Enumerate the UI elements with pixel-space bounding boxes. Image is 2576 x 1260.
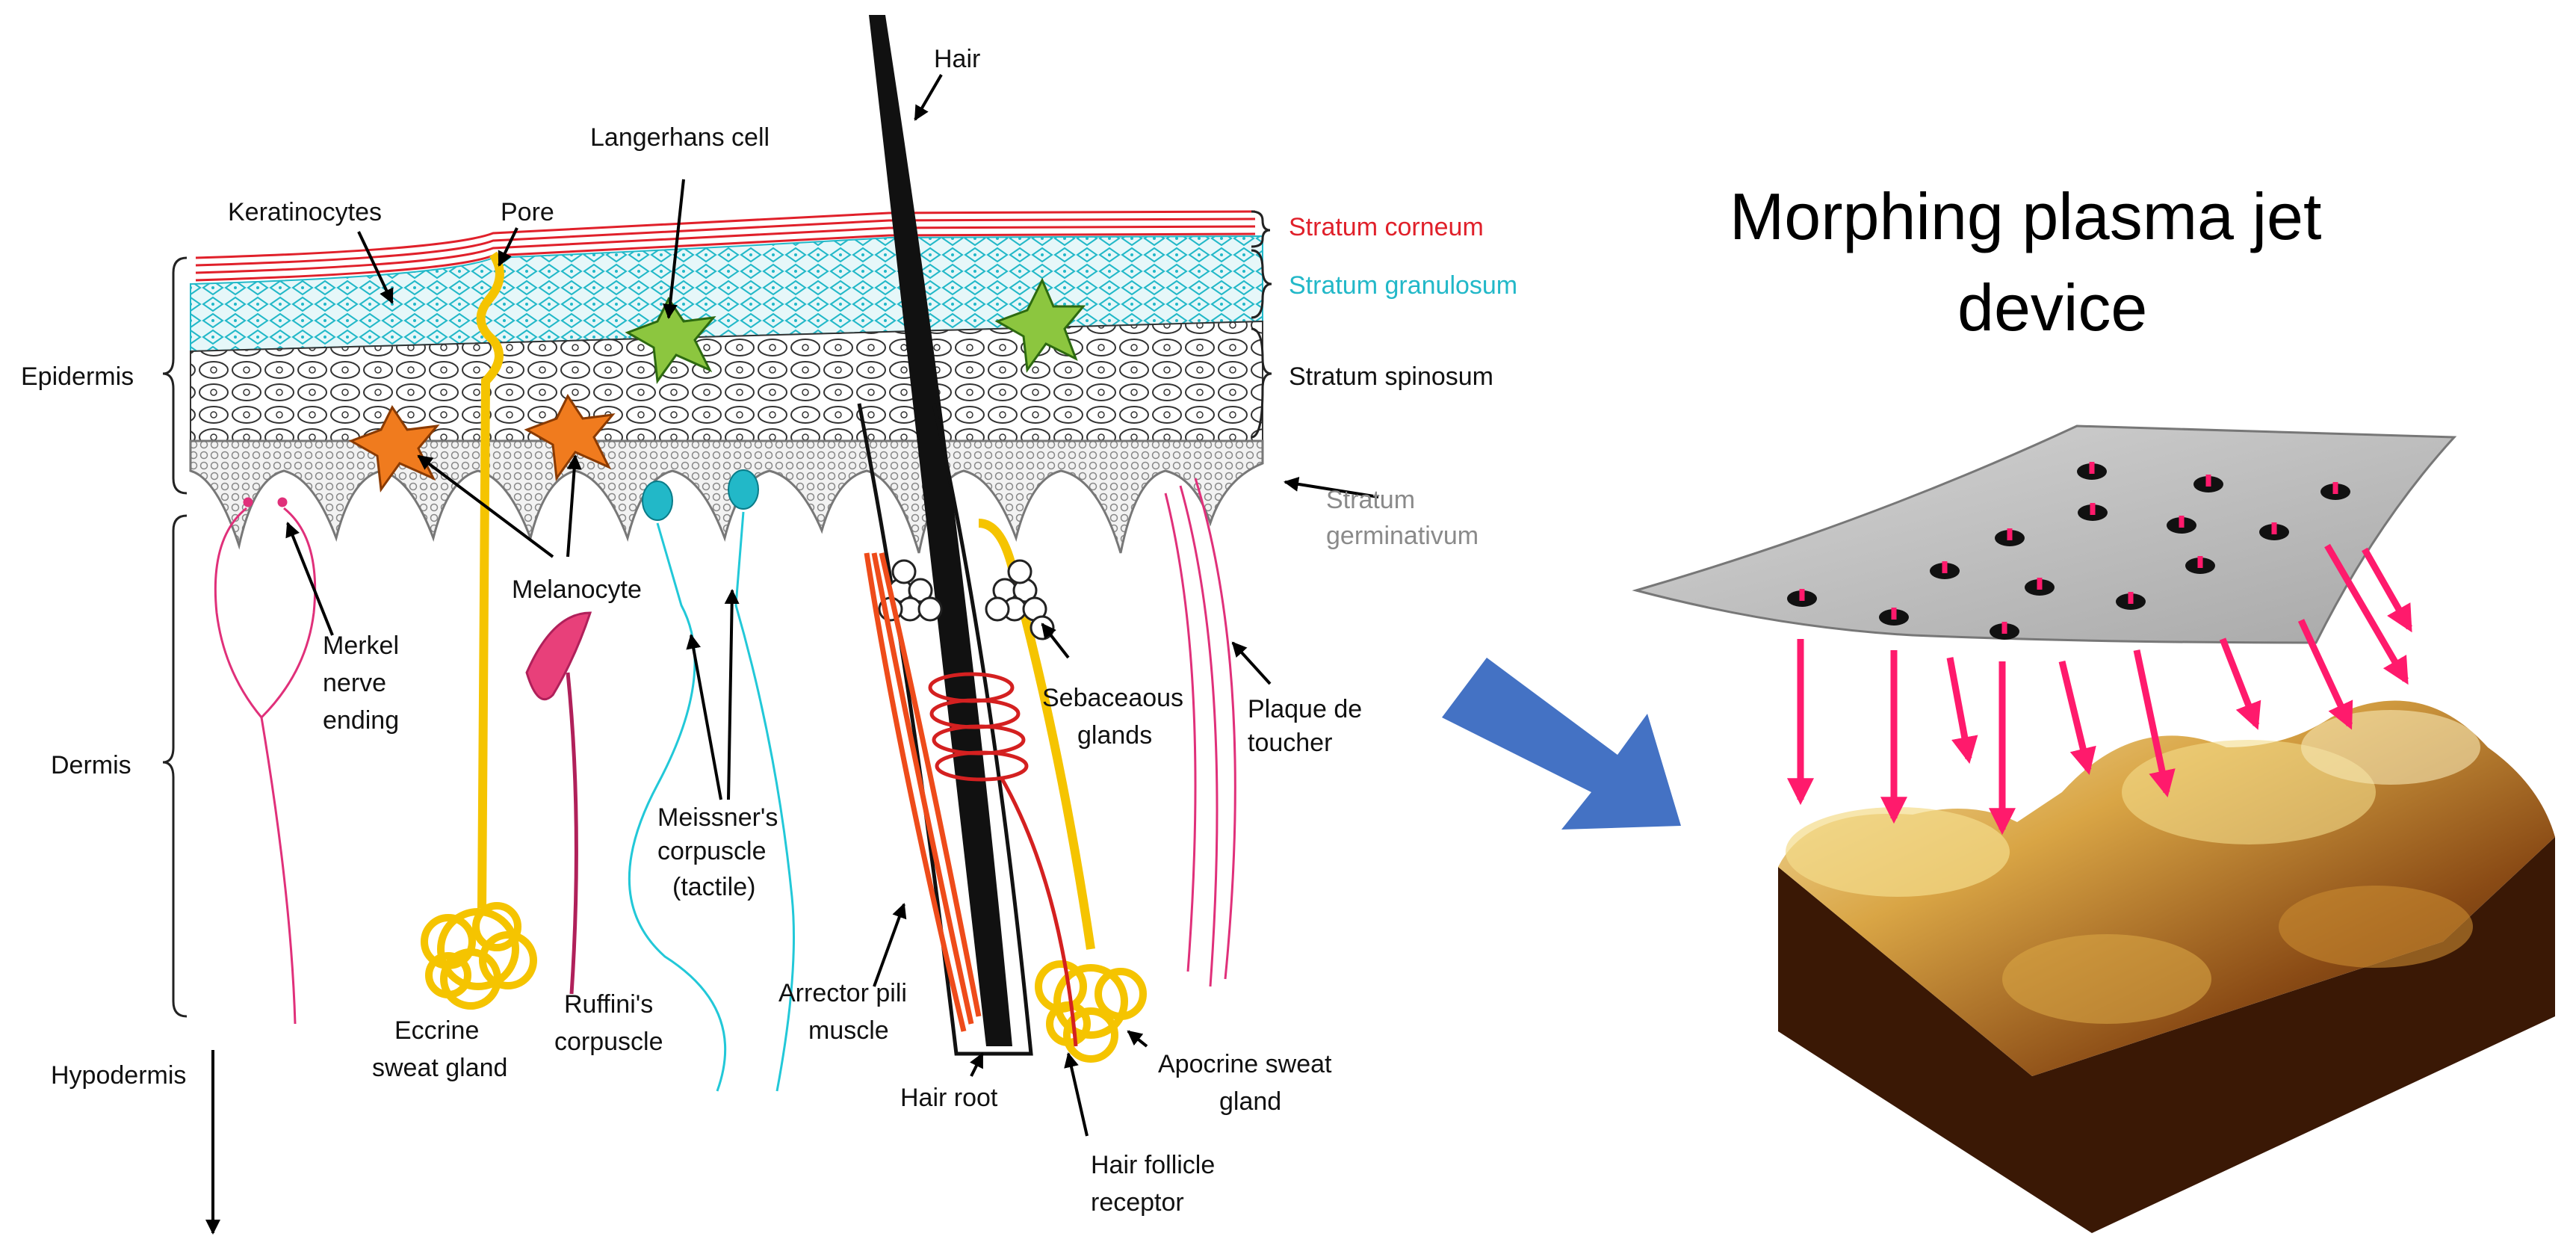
layer-braces xyxy=(162,210,1272,1018)
merkel-nerve-ending xyxy=(214,497,317,1025)
stratum-granulosum-layer xyxy=(190,235,1263,353)
label-apocrine-2: gland xyxy=(1219,1087,1281,1116)
label-meissner-1: Meissner's xyxy=(657,803,778,832)
ruffini-corpuscle xyxy=(525,611,592,995)
hair-shaft xyxy=(869,15,1012,1046)
plaque-de-toucher xyxy=(1164,478,1236,987)
label-plaque-1: Plaque de xyxy=(1248,695,1362,723)
label-plaque-2: toucher xyxy=(1248,729,1332,757)
label-follicle-2: receptor xyxy=(1091,1188,1184,1217)
melanocytes xyxy=(348,394,616,493)
apocrine-sweat-gland xyxy=(978,519,1147,1063)
plasma-holes xyxy=(1787,462,2350,640)
process-arrow xyxy=(1442,658,1681,830)
plasma-jet-arrows xyxy=(1787,543,2412,836)
label-ruffini-1: Ruffini's xyxy=(564,990,653,1019)
label-merkel-1: Merkel xyxy=(323,631,399,660)
label-merkel-2: nerve xyxy=(323,669,386,697)
label-arrector-2: muscle xyxy=(808,1016,889,1045)
arrector-pili-muscle xyxy=(864,552,982,1032)
label-hypodermis: Hypodermis xyxy=(51,1061,186,1090)
label-langerhans: Langerhans cell xyxy=(590,123,770,152)
label-stratum-germinativum-2: germinativum xyxy=(1326,522,1479,550)
hair-follicle-receptor xyxy=(928,672,1078,1047)
label-pore: Pore xyxy=(501,198,554,226)
stratum-germinativum-layer xyxy=(189,439,1264,554)
skin-surface-3d xyxy=(1778,700,2555,1233)
label-stratum-corneum: Stratum corneum xyxy=(1289,213,1484,241)
pointer-arrows xyxy=(205,73,1379,1235)
label-epidermis: Epidermis xyxy=(21,362,134,391)
label-dermis: Dermis xyxy=(51,751,131,779)
label-arrector-1: Arrector pili xyxy=(778,979,907,1007)
langerhans-cells xyxy=(625,277,1086,385)
label-stratum-granulosum: Stratum granulosum xyxy=(1289,271,1517,300)
label-keratinocytes: Keratinocytes xyxy=(228,198,382,226)
device-title-line1: Morphing plasma jet xyxy=(1730,179,2321,253)
label-hair-root: Hair root xyxy=(900,1084,998,1112)
plasma-device: Morphing plasma jet device xyxy=(1632,179,2555,1233)
label-ruffini-2: corpuscle xyxy=(554,1028,663,1056)
label-stratum-spinosum: Stratum spinosum xyxy=(1289,362,1493,391)
meissner-corpuscles xyxy=(628,469,795,1092)
label-apocrine-1: Apocrine sweat xyxy=(1158,1050,1332,1078)
label-meissner-3: (tactile) xyxy=(672,873,755,901)
label-meissner-2: corpuscle xyxy=(657,837,767,865)
label-eccrine-1: Eccrine xyxy=(394,1016,479,1045)
label-sebaceous-1: Sebaceaous xyxy=(1042,684,1183,712)
skin-cross-section xyxy=(189,15,1264,1092)
plasma-jet-sheet xyxy=(1632,424,2457,644)
label-follicle-1: Hair follicle xyxy=(1091,1151,1215,1179)
device-title-line2: device xyxy=(1957,271,2147,345)
label-hair: Hair xyxy=(934,45,980,73)
label-stratum-germinativum-1: Stratum xyxy=(1326,486,1415,514)
label-merkel-3: ending xyxy=(323,706,399,735)
skin-labels: Hair Langerhans cell Keratinocytes Pore … xyxy=(21,45,1517,1217)
label-sebaceous-2: glands xyxy=(1077,721,1152,750)
label-eccrine-2: sweat gland xyxy=(372,1054,507,1082)
label-melanocyte: Melanocyte xyxy=(512,575,642,604)
eccrine-sweat-gland xyxy=(421,251,537,1010)
